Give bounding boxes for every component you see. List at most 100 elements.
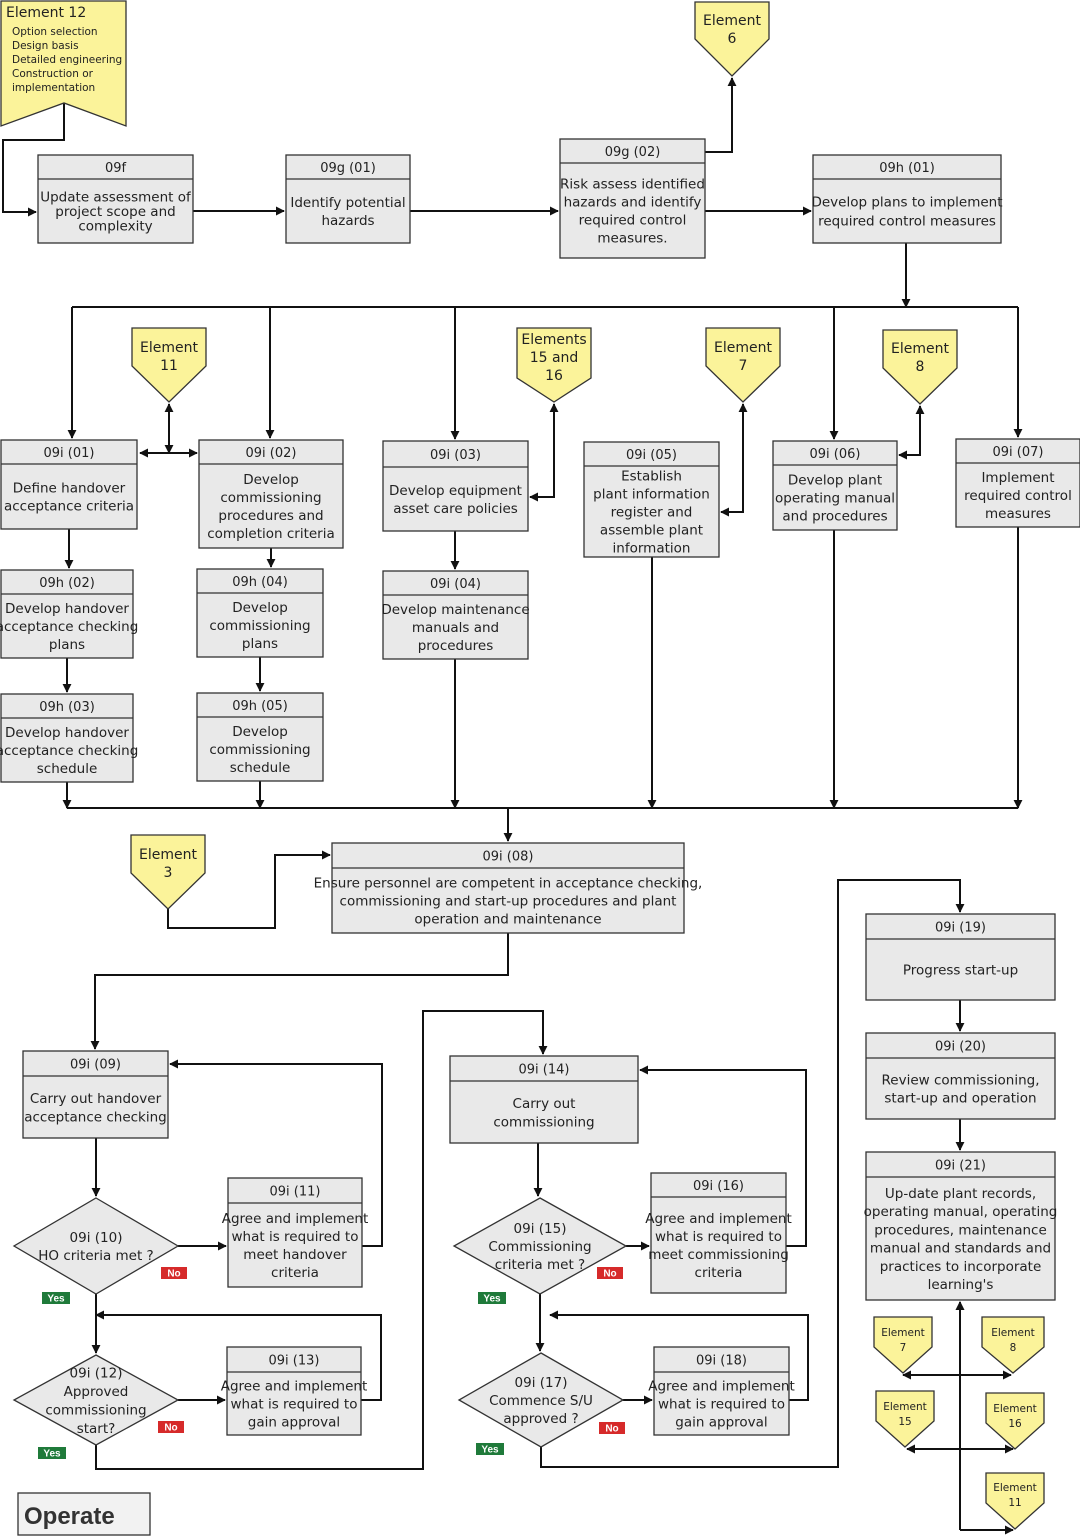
box-body-line: Progress start-up	[903, 963, 1018, 979]
box-id-label: 09i (05)	[626, 448, 677, 463]
box-body-line: operation and maintenance	[414, 912, 601, 928]
element-label-line: 7	[739, 358, 748, 374]
box-body-line: acceptance checking	[24, 1109, 167, 1125]
connector-arrow	[167, 850, 331, 929]
element-title: Element 12	[6, 5, 86, 21]
decision-line: 09i (12)	[70, 1365, 123, 1381]
process-box-09i-21: 09i (21)Up-date plant records,operating …	[864, 1151, 1057, 1301]
box-body-line: Up-date plant records,	[885, 1186, 1036, 1202]
decision-line: 09i (10)	[70, 1230, 123, 1246]
operate-phase-label: Operate	[17, 1492, 151, 1536]
decision-line: start?	[77, 1421, 116, 1437]
element-label-line: 11	[1008, 1497, 1021, 1509]
element-label-line: Element	[993, 1403, 1036, 1415]
box-body-line: meet commissioning	[648, 1247, 789, 1263]
box-id-label: 09i (02)	[246, 446, 297, 461]
box-body-line: measures	[985, 506, 1051, 522]
box-body-line: required control	[964, 488, 1072, 504]
element-detail-line: Detailed engineering	[12, 54, 122, 66]
box-body-line: commissioning	[209, 618, 310, 634]
box-body-line: hazards	[321, 213, 374, 229]
box-body-line: operating manual	[775, 491, 895, 507]
svg-text:Yes: Yes	[47, 1294, 65, 1305]
no-tag: No	[161, 1267, 187, 1280]
box-id-label: 09i (11)	[270, 1185, 321, 1200]
element-label-line: Element	[139, 847, 197, 863]
connector-arrow	[705, 77, 737, 153]
box-id-label: 09i (16)	[693, 1179, 744, 1194]
box-body-line: what is required to	[658, 1397, 785, 1413]
box-id-label: 09i (18)	[696, 1354, 747, 1369]
box-body-line: required control	[579, 213, 687, 229]
element-label-line: 15 and	[530, 350, 579, 366]
box-body-line: Ensure personnel are competent in accept…	[314, 876, 703, 892]
element-label-line: 16	[545, 368, 563, 384]
element-label-line: Element	[714, 340, 772, 356]
box-body-line: information	[613, 541, 691, 557]
process-box-09g-01: 09g (01) Identify potential hazards	[285, 154, 411, 244]
box-body-line: learning's	[928, 1277, 994, 1293]
element-detail-line: implementation	[12, 82, 95, 94]
box-body-line: Develop	[243, 472, 299, 488]
box-body-line: Agree and implement	[645, 1211, 791, 1227]
decision-line: Commissioning	[488, 1239, 591, 1255]
box-body-line: completion criteria	[207, 526, 335, 542]
element-label-line: 11	[160, 358, 178, 374]
svg-text:No: No	[603, 1269, 616, 1280]
box-body-line: acceptance criteria	[4, 499, 134, 515]
box-body-line: commissioning	[209, 742, 310, 758]
box-body-line: Implement	[981, 470, 1054, 486]
connector-lines	[2, 77, 1023, 1535]
box-body-line: Develop maintenance	[381, 602, 529, 618]
element-label-line: 8	[916, 359, 925, 375]
box-body-line: Agree and implement	[222, 1211, 368, 1227]
process-box-09i-20: 09i (20)Review commissioning,start-up an…	[865, 1032, 1056, 1120]
connector-arrow	[90, 933, 509, 1050]
process-box-09i-08: 09i (08) Ensure personnel are competent i…	[314, 842, 703, 934]
box-body-line: start-up and operation	[884, 1091, 1036, 1107]
element-ref-element-11: Element 11	[985, 1472, 1045, 1530]
box-id-label: 09i (08)	[483, 850, 534, 865]
box-body-line: Carry out	[513, 1096, 576, 1112]
box-body-line: acceptance checking	[0, 743, 138, 759]
box-body-line: procedures	[418, 638, 494, 654]
box-body-line: Identify potential	[290, 195, 405, 211]
connector-arrow	[720, 404, 744, 517]
box-id-label: 09i (01)	[44, 446, 95, 461]
connector-arrow	[2, 103, 65, 217]
box-body-line: Develop	[232, 724, 288, 740]
decision-line: criteria met ?	[495, 1257, 585, 1273]
box-body-line: complexity	[78, 219, 152, 235]
box-body-line: criteria	[271, 1265, 319, 1281]
box-body-line: Develop	[232, 600, 288, 616]
element-label-line: Element	[993, 1482, 1036, 1494]
box-body-line: and procedures	[782, 509, 887, 525]
box-body-line: measures.	[597, 231, 667, 247]
box-body-line: Risk assess identified	[560, 177, 705, 193]
box-body-line: what is required to	[232, 1229, 359, 1245]
box-body-line: commissioning	[493, 1114, 594, 1130]
process-box-09i-19: 09i (19)Progress start-up	[865, 913, 1056, 1001]
element-label-line: Element	[703, 13, 761, 29]
box-body-line: Develop plant	[788, 473, 882, 489]
decision-line: 09i (15)	[514, 1221, 567, 1237]
box-body-line: Review commissioning,	[882, 1073, 1040, 1089]
element-ref-element-7: Element 7	[705, 327, 781, 403]
yes-tag: Yes	[38, 1447, 66, 1460]
element-label-line: Element	[883, 1401, 926, 1413]
connector-arrow	[95, 1010, 548, 1470]
element-label-line: 3	[164, 865, 173, 881]
box-id-label: 09g (01)	[320, 161, 376, 176]
no-tag: No	[599, 1422, 625, 1435]
